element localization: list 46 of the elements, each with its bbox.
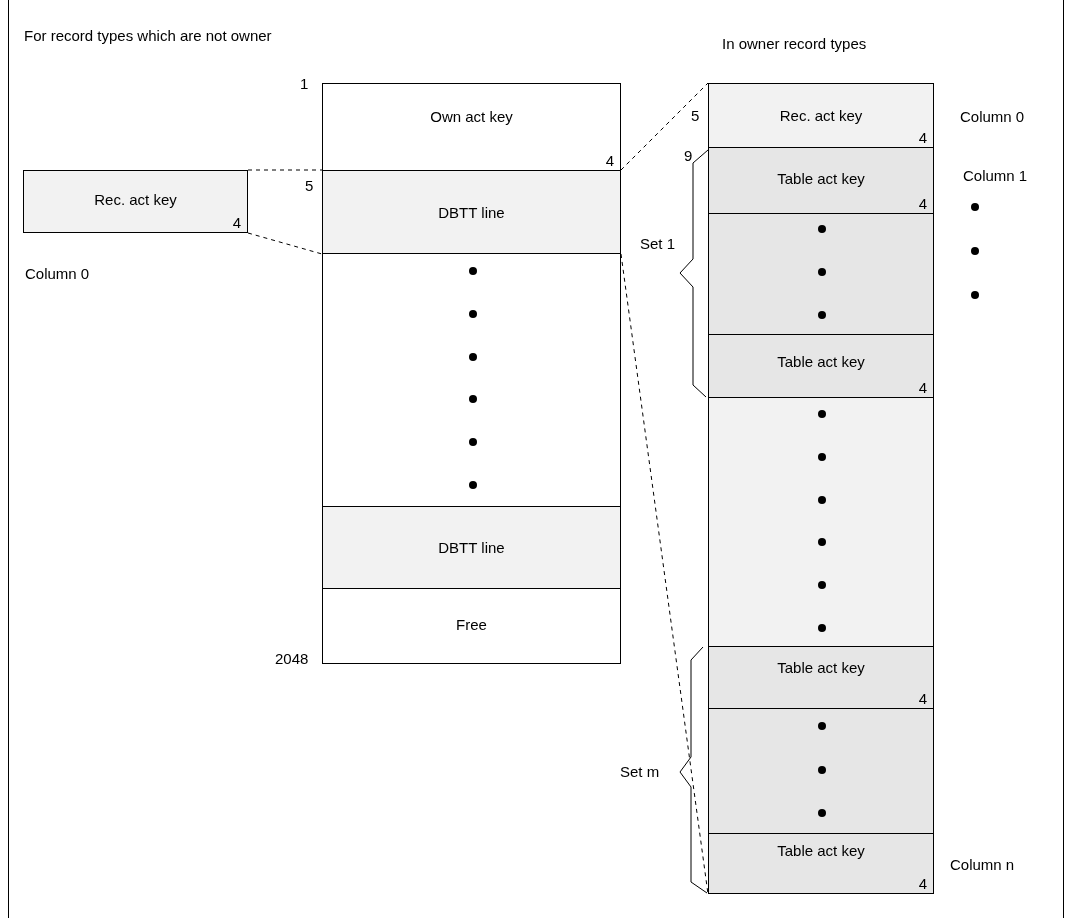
- column-label: Column 0: [25, 265, 90, 282]
- cell-label: Own act key: [429, 108, 514, 125]
- cell-label: DBTT line: [437, 539, 506, 556]
- chart-title: For record types which are not owner: [24, 27, 272, 44]
- offset-number: 4: [918, 379, 927, 396]
- memory-cell: [322, 83, 621, 171]
- column-label: Column 1: [963, 167, 1028, 184]
- offset-number: 4: [232, 214, 241, 231]
- chart-title: In owner record types: [722, 35, 867, 52]
- memory-cell: [708, 833, 934, 894]
- cell-label: Table act key: [776, 353, 866, 370]
- cell-label: Table act key: [776, 659, 866, 676]
- offset-number: 5: [691, 107, 700, 124]
- empty-memory-cell: [708, 708, 934, 834]
- zoom-line: [620, 82, 709, 171]
- column-label: Column n: [950, 856, 1015, 873]
- offset-number: 4: [918, 690, 927, 707]
- memory-cell: [708, 646, 934, 709]
- empty-memory-cell: [322, 253, 621, 507]
- column-label: Column 0: [960, 108, 1025, 125]
- offset-number: 2048: [275, 650, 309, 667]
- zoom-line: [247, 169, 323, 171]
- cell-label: Rec. act key: [778, 107, 864, 124]
- cell-label: Table act key: [776, 170, 866, 187]
- offset-number: 4: [918, 129, 927, 146]
- offset-number: 1: [300, 75, 309, 92]
- memory-cell: [322, 588, 621, 664]
- offset-number: 5: [305, 177, 314, 194]
- memory-cell: [322, 170, 621, 254]
- cell-label: Table act key: [776, 842, 866, 859]
- offset-number: 4: [918, 195, 927, 212]
- offset-number: 4: [605, 152, 614, 169]
- set-label: Set 1: [640, 235, 676, 252]
- set-label: Set m: [620, 763, 660, 780]
- cell-label: Free: [455, 616, 488, 633]
- cell-label: Rec. act key: [93, 191, 178, 208]
- offset-number: 4: [918, 875, 927, 892]
- offset-number: 9: [684, 147, 693, 164]
- memory-cell: [708, 83, 934, 148]
- memory-cell: [708, 147, 934, 214]
- memory-cell: [23, 170, 248, 233]
- zoom-line: [247, 232, 323, 255]
- cell-label: DBTT line: [437, 204, 506, 221]
- memory-cell: [322, 506, 621, 589]
- empty-memory-cell: [708, 213, 934, 335]
- memory-cell: [708, 334, 934, 398]
